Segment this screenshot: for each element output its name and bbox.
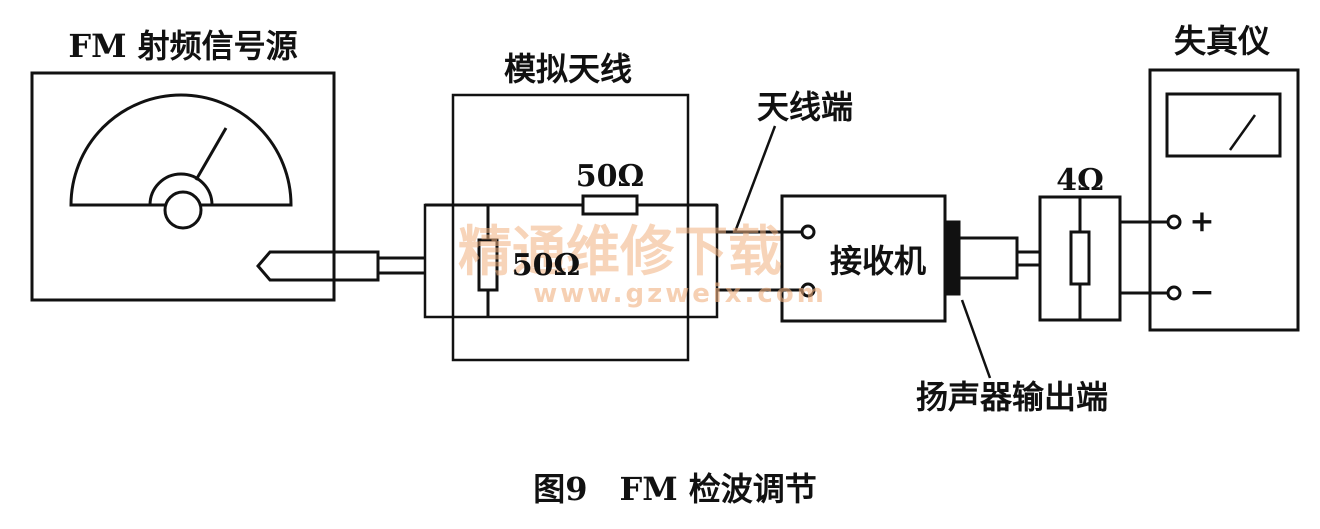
- receiver-label: 接收机: [830, 242, 926, 280]
- signal-source-probe: [256, 250, 380, 282]
- signal-source-knob: [163, 190, 203, 230]
- receiver-speaker-jack: [943, 220, 961, 296]
- minus-terminal-label: −: [1189, 275, 1214, 310]
- signal-source-meter-arc: [69, 93, 293, 207]
- antenna-terminal-1: [800, 224, 816, 240]
- speaker-plug: [957, 236, 1019, 280]
- distortion-meter-display: [1165, 92, 1282, 158]
- series-resistor-label: 50Ω: [576, 159, 644, 194]
- plus-terminal-label: +: [1189, 204, 1214, 239]
- shunt-resistor-label: 50Ω: [512, 248, 580, 283]
- series-resistor: [581, 194, 639, 216]
- meter-minus-terminal: [1166, 285, 1182, 301]
- antenna-terminal-label: 天线端: [757, 88, 853, 126]
- distortion-meter-needle: [1228, 114, 1257, 151]
- load-resistor: [1069, 230, 1091, 286]
- signal-source-box: [30, 71, 336, 302]
- signal-source-label: FM 射频信号源: [68, 27, 297, 65]
- speaker-output-label: 扬声器输出端: [916, 378, 1108, 416]
- watermark-url: www.gzweix.com: [533, 279, 827, 309]
- signal-source-needle: [194, 127, 228, 181]
- signal-source-meter-face: [148, 172, 214, 207]
- distortion-meter-label: 失真仪: [1174, 22, 1270, 60]
- antenna-terminal-2: [800, 282, 816, 298]
- distortion-meter-box: [1148, 68, 1300, 332]
- figure-caption: 图9 FM 检波调节: [533, 470, 817, 508]
- dummy-antenna-box: [451, 93, 690, 362]
- meter-plus-terminal: [1166, 214, 1182, 230]
- dummy-antenna-label: 模拟天线: [504, 50, 632, 88]
- watermark-text: 精通维修下载: [458, 220, 782, 283]
- load-resistor-label: 4Ω: [1056, 163, 1104, 198]
